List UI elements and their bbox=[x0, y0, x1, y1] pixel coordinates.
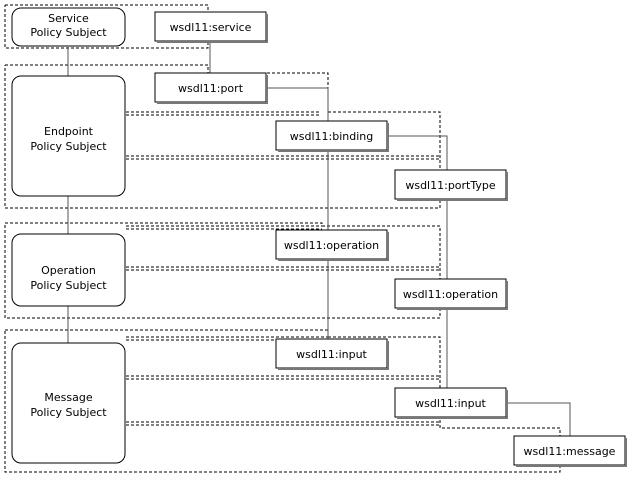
message-policy-subject: Message Policy Subject bbox=[11, 342, 126, 464]
wsdl-service-box: wsdl11:service bbox=[154, 11, 268, 43]
wsdl-binding-operation-label: wsdl11:operation bbox=[284, 239, 379, 252]
wsdl-binding-input-label: wsdl11:input bbox=[296, 348, 367, 361]
port-binding-connector bbox=[267, 87, 329, 121]
wsdl-porttype-box: wsdl11:portType bbox=[394, 169, 508, 201]
wsdl-binding-input-box: wsdl11:input bbox=[275, 338, 389, 370]
operation-subject-line1: Operation bbox=[41, 264, 96, 277]
operation-subject-line2: Policy Subject bbox=[30, 279, 107, 292]
binding-porttype-connector bbox=[388, 135, 448, 170]
input-message-connector bbox=[507, 402, 571, 436]
service-subject-line1: Service bbox=[48, 12, 89, 25]
wsdl-service-label: wsdl11:service bbox=[170, 21, 252, 34]
connectors bbox=[67, 41, 571, 436]
wsdl-binding-operation-box: wsdl11:operation bbox=[275, 229, 389, 261]
subject-links bbox=[126, 111, 440, 426]
operation-region bbox=[4, 222, 441, 319]
wsdl-elements: wsdl11:service wsdl11:port wsdl11:bindin… bbox=[154, 11, 627, 467]
wsdl-porttype-operation-box: wsdl11:operation bbox=[394, 278, 508, 310]
wsdl-binding-label: wsdl11:binding bbox=[290, 130, 373, 143]
wsdl-port-label: wsdl11:port bbox=[178, 82, 244, 95]
service-policy-subject: Service Policy Subject bbox=[11, 7, 126, 47]
operation-policy-subject: Operation Policy Subject bbox=[11, 233, 126, 307]
wsdl-binding-box: wsdl11:binding bbox=[275, 120, 389, 152]
policy-subjects: Service Policy Subject Endpoint Policy S… bbox=[11, 7, 126, 464]
wsdl-porttype-input-label: wsdl11:input bbox=[415, 397, 486, 410]
service-subject-line2: Policy Subject bbox=[30, 26, 107, 39]
wsdl-message-box: wsdl11:message bbox=[513, 435, 627, 467]
endpoint-subject-line2: Policy Subject bbox=[30, 140, 107, 153]
wsdl-message-label: wsdl11:message bbox=[524, 445, 616, 458]
wsdl-porttype-label: wsdl11:portType bbox=[405, 179, 496, 192]
wsdl-port-box: wsdl11:port bbox=[154, 72, 268, 104]
message-subject-line2: Policy Subject bbox=[30, 406, 107, 419]
wsdl-porttype-input-box: wsdl11:input bbox=[394, 387, 508, 419]
wsdl-porttype-operation-label: wsdl11:operation bbox=[403, 288, 498, 301]
endpoint-policy-subject: Endpoint Policy Subject bbox=[11, 75, 126, 197]
service-region bbox=[4, 4, 209, 49]
endpoint-subject-line1: Endpoint bbox=[44, 125, 94, 138]
message-subject-line1: Message bbox=[44, 391, 92, 404]
